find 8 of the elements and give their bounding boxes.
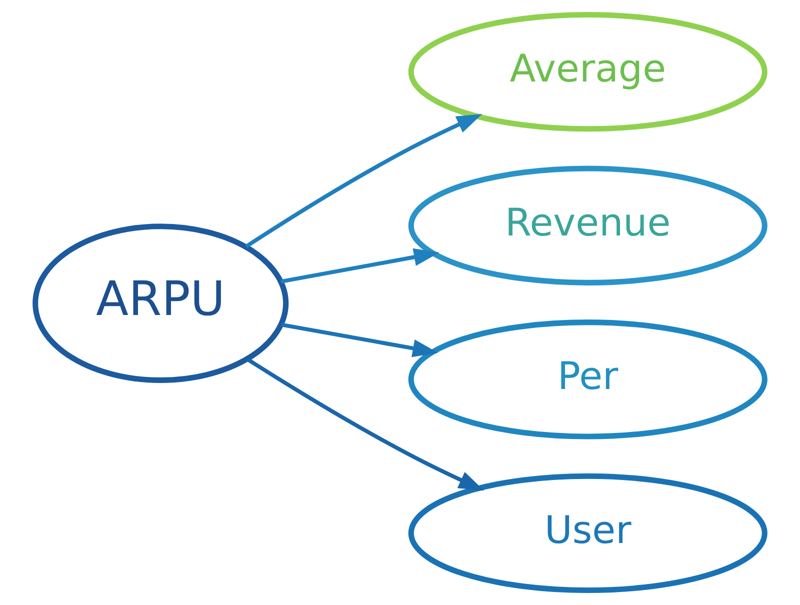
arrow <box>280 248 440 284</box>
arrow <box>246 358 484 491</box>
arrow <box>281 322 438 358</box>
node-ellipse: User <box>408 473 768 594</box>
node-ellipse: ARPU <box>32 224 289 383</box>
node-ellipse: Per <box>408 320 768 440</box>
arrow <box>245 114 482 248</box>
node-ellipse: Revenue <box>408 166 768 286</box>
